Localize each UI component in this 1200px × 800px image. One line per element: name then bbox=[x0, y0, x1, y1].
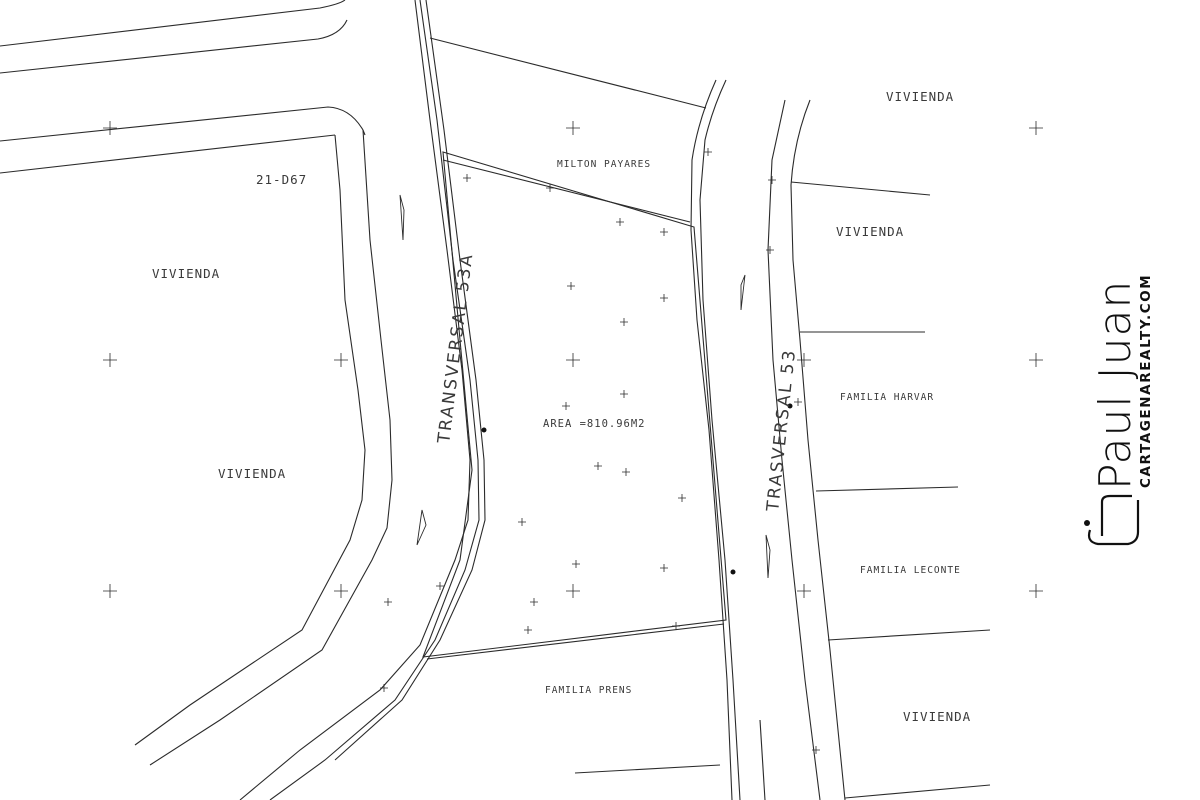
road-transversal-53a bbox=[134, 0, 486, 800]
lot-area-label: AREA =810.96M2 bbox=[543, 418, 646, 430]
parcel-label-vivienda: VIVIENDA bbox=[152, 266, 221, 281]
parcel-label-vivienda: VIVIENDA bbox=[886, 89, 955, 104]
sheet-code: 21-D67 bbox=[256, 172, 308, 187]
parcel-label-familia-harvar: FAMILIA HARVAR bbox=[840, 392, 935, 403]
parcel-label-vivienda: VIVIENDA bbox=[218, 466, 287, 481]
parcel-label-vivienda: VIVIENDA bbox=[836, 224, 905, 239]
parcel-label-familia-leconte: FAMILIA LECONTE bbox=[860, 565, 961, 576]
survey-points bbox=[380, 148, 820, 754]
parcel-label-vivienda: VIVIENDA bbox=[903, 709, 972, 724]
parcel-label-milton-payares: MILTON PAYARES bbox=[557, 159, 652, 170]
parcel-label-familia-prens: FAMILIA PRENS bbox=[545, 685, 633, 696]
watermark-site: CARTAGENAREALTY.COM bbox=[1138, 273, 1154, 488]
watermark-logo: Paul Juan CARTAGENAREALTY.COM bbox=[1082, 252, 1182, 552]
pj-monogram-icon bbox=[1084, 494, 1140, 546]
watermark-name: Paul Juan bbox=[1090, 279, 1141, 490]
parcel-dividers bbox=[574, 181, 991, 799]
road-transversal-53 bbox=[690, 79, 846, 800]
lot-boundary bbox=[422, 37, 727, 660]
direction-arrows bbox=[399, 194, 771, 579]
survey-markers bbox=[481, 403, 793, 575]
street-top-left bbox=[0, 0, 366, 174]
grid-crosses bbox=[103, 121, 1043, 598]
